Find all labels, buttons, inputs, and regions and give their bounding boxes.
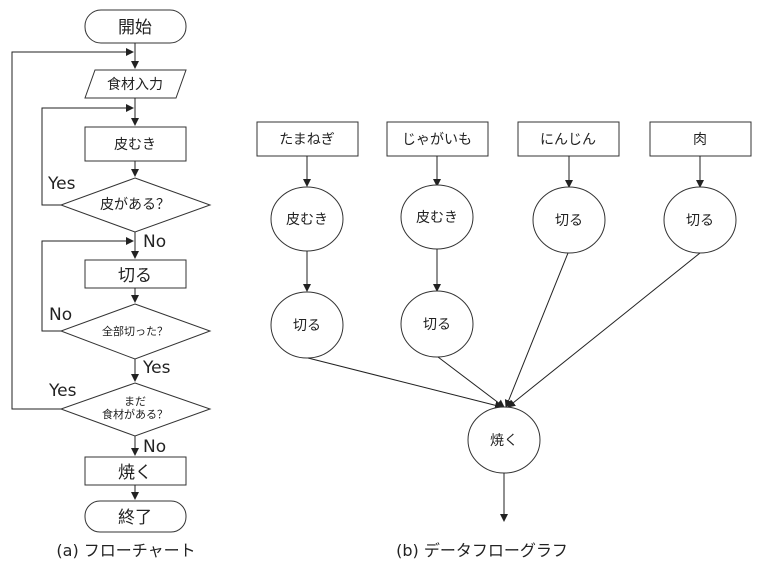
node-meat-cut-label: 切る <box>686 213 714 229</box>
cut-label: 切る <box>118 266 152 286</box>
input-potato-label: じゃがいも <box>402 132 472 148</box>
has-skin-label: 皮がある？ <box>100 197 170 213</box>
input-meat <box>649 121 752 157</box>
flowchart-caption: (a) フローチャート <box>56 541 195 560</box>
has-skin-yes-label: Yes <box>47 174 76 194</box>
node-carrot-cut-label: 切る <box>555 213 583 229</box>
edge-carrot-bake <box>504 252 569 408</box>
edge-onion-bake <box>307 357 503 410</box>
input-onion-label: たまねぎ <box>279 132 335 148</box>
input-onion <box>256 121 359 157</box>
input-meat-label: 肉 <box>693 132 707 148</box>
node-onion-cut-label: 切る <box>293 318 321 334</box>
end-terminal <box>84 500 187 533</box>
node-bake-label: 焼く <box>490 433 518 449</box>
has-skin-no-label: No <box>143 232 166 252</box>
input-io <box>84 69 187 99</box>
edge-more-food-yes <box>11 48 134 410</box>
edge-meat-bake <box>507 252 701 408</box>
node-onion-cut <box>270 291 344 359</box>
all-cut-no-label: No <box>49 305 72 325</box>
peel-label: 皮むき <box>114 137 156 153</box>
start-label: 開始 <box>118 18 152 38</box>
edge-all-cut-no <box>41 237 134 332</box>
all-cut-label: 全部切った？ <box>102 324 168 338</box>
edge-has-skin-yes <box>41 104 134 206</box>
more-food-yes-label: Yes <box>48 381 77 401</box>
flowchart: 開始 食材入力 皮むき 皮がある？ Yes No 切る 全部切った？ N <box>11 9 212 560</box>
all-cut-yes-label: Yes <box>142 358 171 378</box>
dataflow-caption: (b) データフローグラフ <box>396 541 568 560</box>
more-food-label-line2: 食材がある？ <box>102 407 168 421</box>
edge-potato-bake <box>437 356 505 408</box>
cut-process <box>84 259 187 289</box>
node-potato-cut <box>400 290 474 358</box>
more-food-label-line1: まだ <box>124 395 146 408</box>
input-carrot-label: にんじん <box>540 132 596 148</box>
input-label: 食材入力 <box>107 76 163 93</box>
node-potato-peel-label: 皮むき <box>416 210 458 226</box>
input-potato <box>386 121 489 157</box>
node-potato-cut-label: 切る <box>423 317 451 333</box>
peel-process <box>84 126 187 162</box>
node-onion-peel-label: 皮むき <box>286 212 328 228</box>
node-carrot-cut <box>532 186 606 254</box>
end-label: 終了 <box>118 508 152 528</box>
dataflow-graph: たまねぎ じゃがいも にんじん 肉 皮むき 皮むき 切る 切る 切る 切る <box>256 121 752 560</box>
more-food-no-label: No <box>143 437 166 457</box>
bake-label: 焼く <box>118 463 152 483</box>
